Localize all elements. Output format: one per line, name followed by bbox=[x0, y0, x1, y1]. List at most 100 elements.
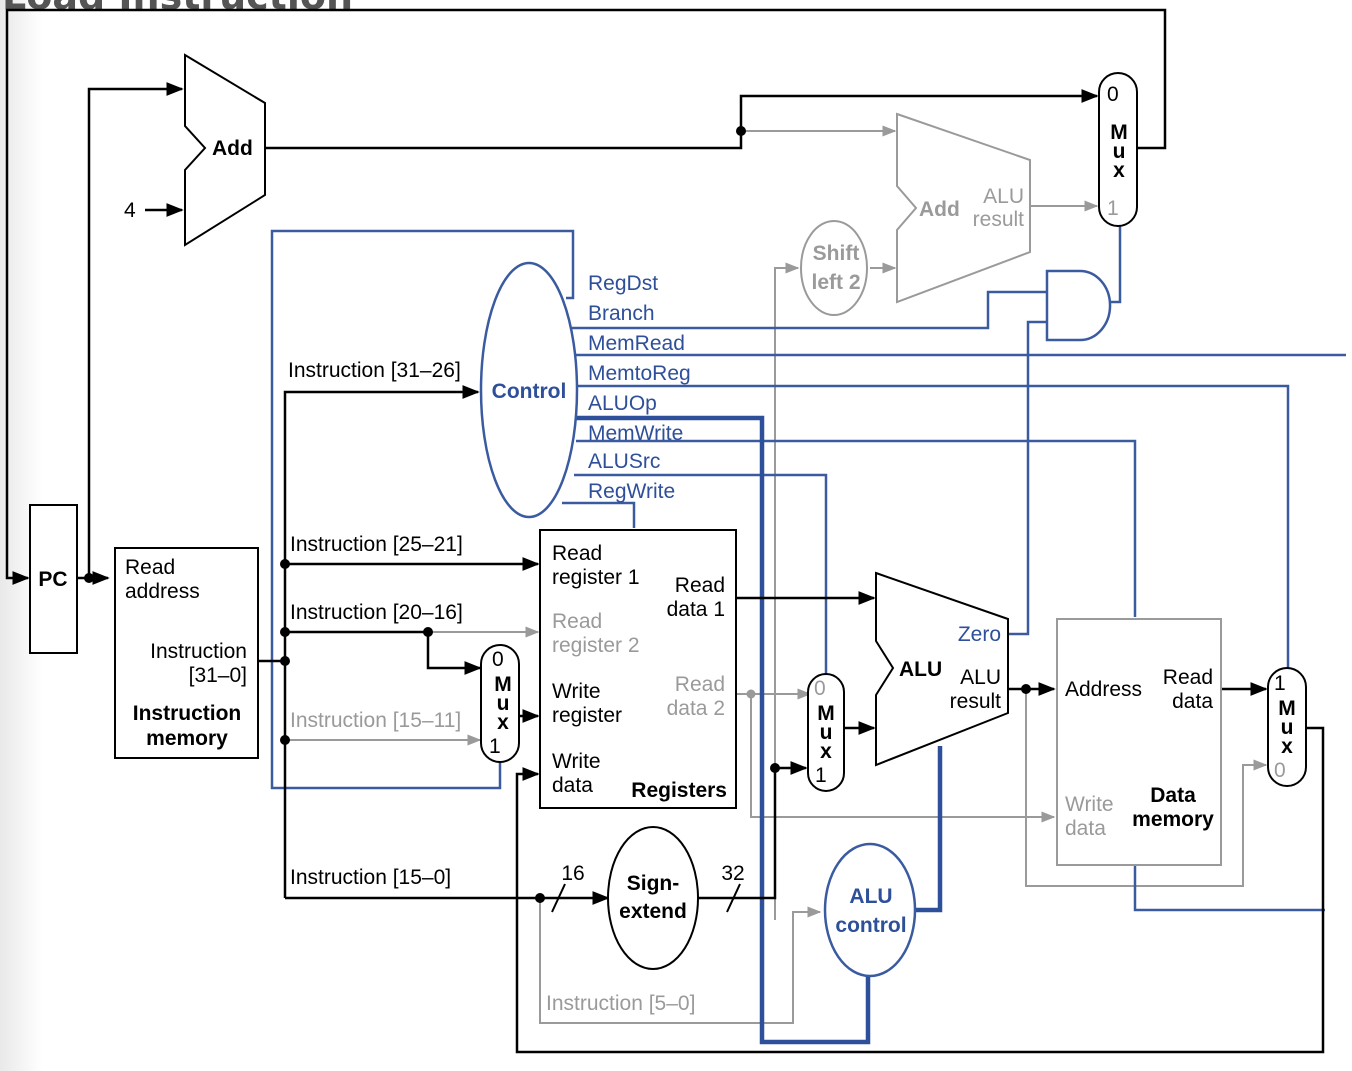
constant-four: 4 bbox=[124, 199, 136, 222]
alusrc-mux: 0 M u x 1 bbox=[807, 673, 845, 792]
alu-control: ALU control bbox=[823, 842, 917, 978]
read-register-2-line2: register 2 bbox=[552, 634, 640, 657]
branch-alu-result-line2: result bbox=[973, 208, 1025, 231]
instr-20-16-to-regmux-wire bbox=[285, 630, 482, 675]
instruction-memory-line2: memory bbox=[146, 727, 228, 750]
regdst-mux-zero: 0 bbox=[492, 648, 504, 671]
instr-31-26-label: Instruction [31–26] bbox=[288, 359, 461, 382]
control-label: Control bbox=[492, 380, 567, 403]
bits-32-label: 32 bbox=[721, 862, 744, 885]
alu-result-line1: ALU bbox=[960, 666, 1001, 689]
zero-flag-label: Zero bbox=[958, 623, 1001, 646]
signal-branch: Branch bbox=[588, 302, 655, 325]
pc-adder: Add bbox=[184, 53, 266, 247]
regdst-mux-u: u bbox=[497, 692, 510, 715]
signal-memread: MemRead bbox=[588, 332, 685, 355]
data-memory-address: Address bbox=[1065, 678, 1142, 701]
pcsrc-mux: 0 M u x 1 bbox=[1098, 72, 1138, 227]
data-memory: Address Read data Write data Data memory bbox=[1056, 618, 1222, 866]
pcmux-to-pc-wire bbox=[5, 8, 1167, 585]
branch-add-label: Add bbox=[919, 198, 960, 221]
read-data-2-line2: data 2 bbox=[667, 697, 725, 720]
instr-15-11-label: Instruction [15–11] bbox=[290, 709, 461, 732]
instr-25-21-label: Instruction [25–21] bbox=[290, 533, 463, 556]
signal-regwrite: RegWrite bbox=[588, 480, 675, 503]
instruction-memory-line1: Instruction bbox=[133, 702, 242, 725]
pc-label: PC bbox=[38, 568, 67, 591]
memread-return-wire bbox=[1133, 865, 1325, 912]
instruction-bits-line2: [31–0] bbox=[189, 664, 247, 687]
bits-16-label: 16 bbox=[561, 862, 584, 885]
pc-register: PC bbox=[29, 504, 78, 654]
alucontrol-to-alu-wire bbox=[915, 746, 943, 913]
regwrite-wire bbox=[562, 501, 636, 528]
regdst-mux: 0 M u x 1 bbox=[480, 644, 520, 763]
junction-dots bbox=[84, 126, 1031, 903]
shift-input-wire bbox=[774, 262, 800, 920]
data-memory-write-data-line2: data bbox=[1065, 817, 1106, 840]
shift-label-line2: left 2 bbox=[811, 271, 860, 294]
alusrc-mux-x: x bbox=[820, 740, 832, 763]
pcsrc-mux-one: 1 bbox=[1107, 197, 1119, 220]
registers-label: Registers bbox=[631, 779, 727, 802]
active-wires bbox=[5, 8, 1325, 1054]
data-memory-write-data-line1: Write bbox=[1065, 793, 1114, 816]
shift-left-2: Shift left 2 bbox=[800, 220, 868, 316]
signal-regdst: RegDst bbox=[588, 272, 658, 295]
data-memory-read-data-line2: data bbox=[1172, 690, 1213, 713]
instr-31-26-to-control-wire bbox=[283, 385, 480, 898]
write-register-line1: Write bbox=[552, 680, 601, 703]
aluop-wire bbox=[571, 415, 871, 1045]
pcsrc-mux-zero: 0 bbox=[1107, 83, 1119, 106]
branch-alu-result-line1: ALU bbox=[983, 185, 1024, 208]
instruction-bits-line1: Instruction bbox=[150, 640, 247, 663]
add-top-label: Add bbox=[212, 137, 253, 160]
alu-control-line2: control bbox=[835, 914, 906, 937]
memtoreg-mux-one: 1 bbox=[1274, 672, 1286, 695]
read-data-2-line1: Read bbox=[675, 673, 725, 696]
control-signal-labels: RegDst Branch MemRead MemtoReg ALUOp Mem… bbox=[588, 272, 691, 503]
memtoreg-wire bbox=[576, 384, 1290, 672]
sign-extend-line1: Sign- bbox=[627, 872, 680, 895]
signal-memwrite: MemWrite bbox=[588, 422, 683, 445]
write-data-line2: data bbox=[552, 774, 593, 797]
signal-aluop: ALUOp bbox=[588, 392, 657, 415]
pc-to-add-wire bbox=[87, 82, 184, 578]
write-data-line1: Write bbox=[552, 750, 601, 773]
regdst-mux-m: M bbox=[494, 673, 512, 696]
alusrc-mux-m: M bbox=[817, 702, 835, 725]
sign-extend: Sign- extend bbox=[607, 826, 699, 970]
writeback-to-writedata-wire bbox=[515, 726, 1325, 1054]
alusrc-mux-one: 1 bbox=[815, 764, 827, 787]
register-file: Read register 1 Read register 2 Write re… bbox=[539, 529, 737, 809]
instruction-field-labels: Instruction [31–26] Instruction [25–21] … bbox=[288, 359, 695, 1015]
aluresult-to-memtoreg-mux-wire bbox=[1025, 689, 1268, 887]
read-address-line1: Read bbox=[125, 556, 175, 579]
read-register-2-line1: Read bbox=[552, 610, 602, 633]
read-register-1-line2: register 1 bbox=[552, 566, 640, 589]
pcsrc-mux-u: u bbox=[1113, 140, 1126, 163]
branch-adder: Add ALU result bbox=[896, 112, 1031, 304]
read-data-1-line1: Read bbox=[675, 574, 725, 597]
instruction-memory: Read address Instruction [31–0] Instruct… bbox=[114, 547, 259, 759]
data-memory-read-data-line1: Read bbox=[1163, 666, 1213, 689]
memtoreg-mux-zero: 0 bbox=[1274, 759, 1286, 782]
data-memory-name-line2: memory bbox=[1132, 808, 1214, 831]
read-register-1-line1: Read bbox=[552, 542, 602, 565]
signal-alusrc: ALUSrc bbox=[588, 450, 660, 473]
control-unit: Control bbox=[479, 261, 579, 519]
readdata2-to-memwrite-wire bbox=[750, 694, 1056, 823]
signext-to-alusrc-mux-wire bbox=[697, 761, 808, 900]
gray-junction-dot bbox=[746, 689, 756, 699]
memtoreg-mux-m: M bbox=[1278, 697, 1296, 720]
alu-control-line1: ALU bbox=[849, 885, 892, 908]
instr-5-0-to-alucontrol-wire bbox=[539, 898, 822, 1024]
memtoreg-mux: 1 M u x 0 bbox=[1267, 667, 1307, 787]
signal-memtoreg: MemtoReg bbox=[588, 362, 691, 385]
shift-label-line1: Shift bbox=[813, 242, 860, 265]
pcsrc-mux-x: x bbox=[1113, 159, 1125, 182]
alusrc-wire bbox=[574, 473, 828, 674]
alu-label: ALU bbox=[899, 658, 942, 681]
inactive-wires bbox=[285, 125, 1268, 1024]
pc4-to-pcmux-wire bbox=[265, 89, 1099, 150]
